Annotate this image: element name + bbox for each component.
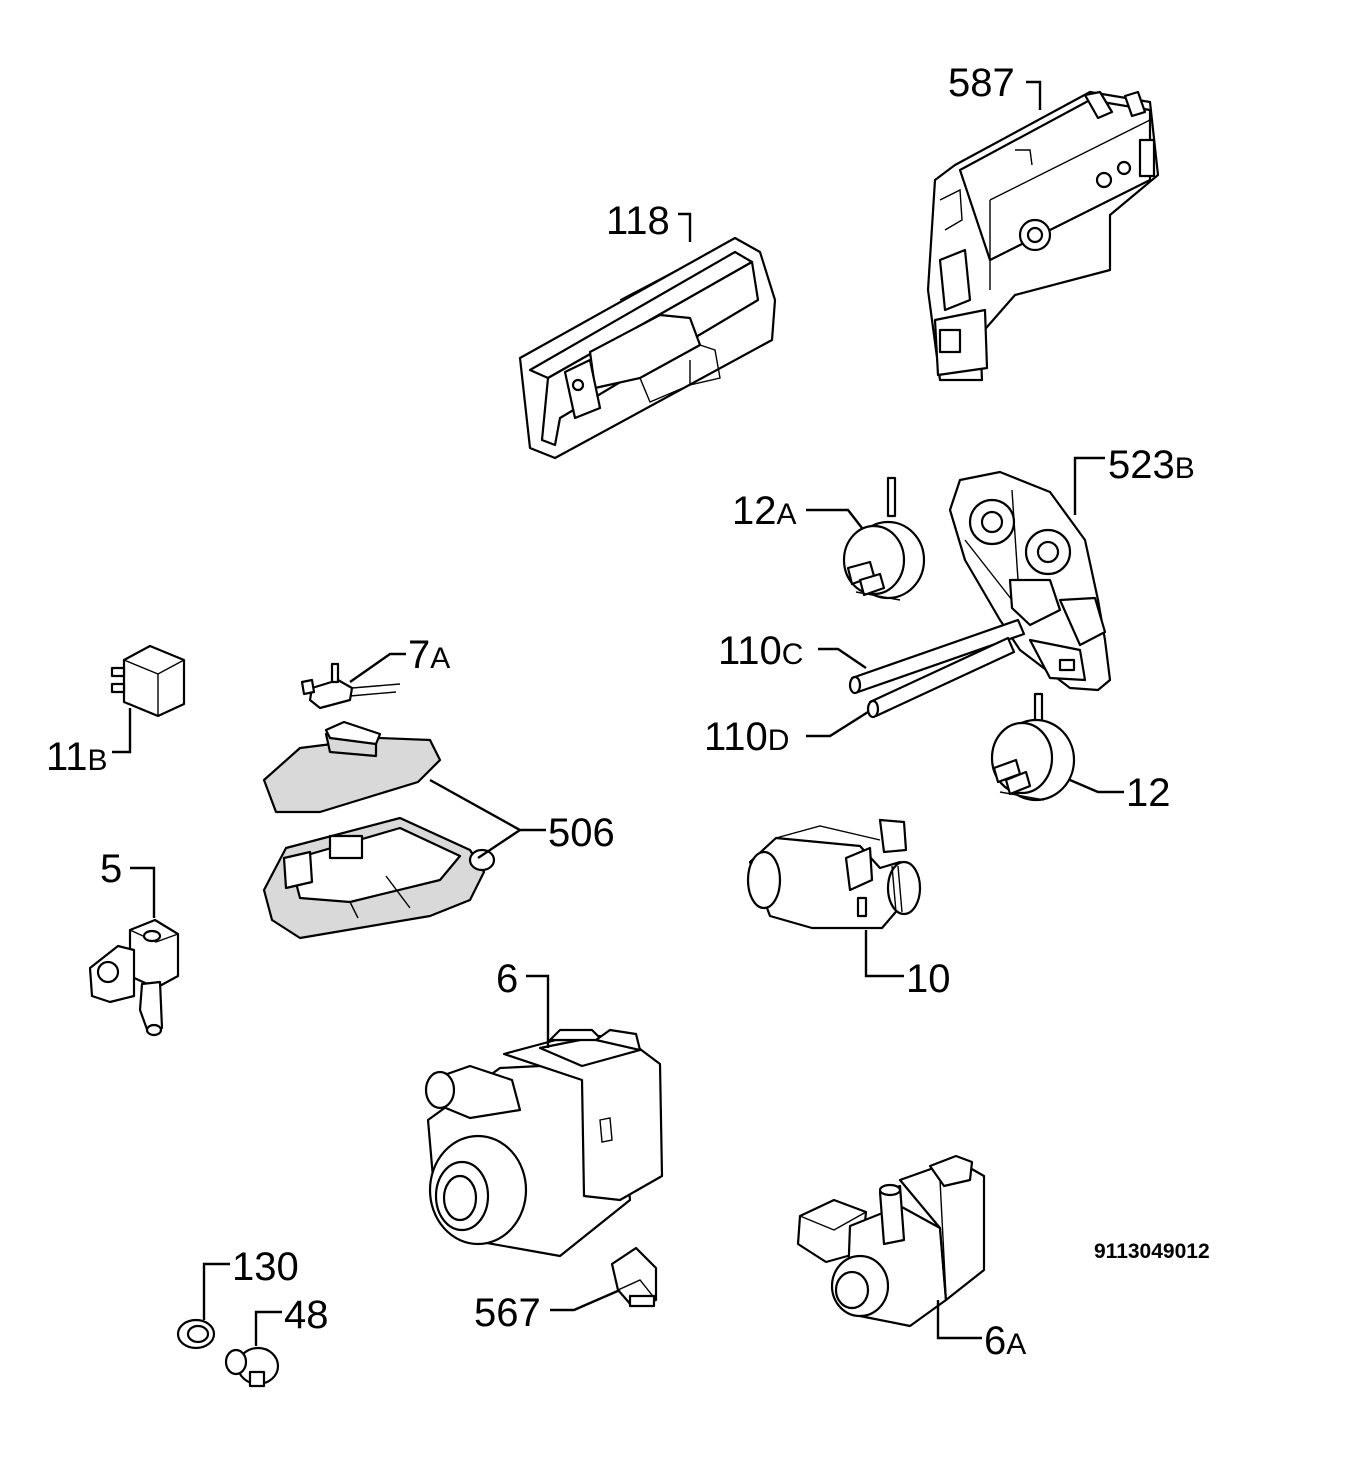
part-110c-hose — [848, 618, 1026, 695]
document-number: 9113049012 — [1094, 1240, 1210, 1263]
label-523b: 523B — [1108, 443, 1195, 487]
label-12: 12 — [1126, 771, 1171, 815]
part-587-control-module — [926, 90, 1160, 382]
leader-12a — [806, 508, 863, 529]
leader-110c — [818, 647, 867, 669]
leader-130 — [202, 1262, 230, 1320]
label-48: 48 — [284, 1293, 329, 1337]
part-10-heater — [746, 818, 922, 930]
label-118: 118 — [606, 199, 670, 243]
part-48-plug — [224, 1346, 280, 1388]
label-567: 567 — [474, 1291, 541, 1335]
leader-6a — [936, 1300, 982, 1340]
label-6: 6 — [496, 957, 518, 1001]
leader-110d — [806, 710, 869, 738]
leader-567 — [550, 1288, 621, 1312]
part-7a-switch — [300, 662, 401, 710]
part-6a-drain-pump — [796, 1154, 986, 1328]
label-6a: 6A — [984, 1319, 1026, 1363]
leader-6 — [526, 974, 550, 1048]
label-130: 130 — [232, 1245, 299, 1289]
leader-11b — [112, 708, 132, 754]
part-567-clip — [610, 1246, 658, 1308]
leader-5 — [130, 866, 156, 918]
label-7a: 7A — [408, 633, 450, 677]
leader-10 — [864, 930, 904, 978]
label-11b: 11B — [46, 735, 108, 779]
label-12a: 12A — [732, 489, 797, 533]
leader-523b — [1073, 456, 1105, 515]
leader-506-b — [477, 829, 521, 859]
part-11b-relay — [110, 644, 186, 718]
label-110d: 110D — [704, 715, 789, 759]
part-12a-pressure-switch — [842, 476, 926, 601]
part-5-inlet-valve — [88, 918, 180, 1037]
label-10: 10 — [906, 957, 951, 1001]
part-506-float-assembly — [262, 720, 496, 940]
part-110d-hose — [866, 636, 1016, 719]
leader-12 — [1069, 778, 1124, 794]
leader-7a — [349, 652, 406, 683]
label-110c: 110C — [718, 629, 803, 673]
leader-48 — [254, 1310, 282, 1346]
part-130-seal-ring — [176, 1318, 216, 1350]
label-5: 5 — [100, 847, 122, 891]
part-12-pressure-switch — [990, 692, 1076, 802]
leader-587 — [1026, 80, 1042, 110]
part-6-circulation-pump — [424, 1028, 664, 1258]
leader-506-a — [429, 778, 546, 832]
leader-118 — [678, 212, 692, 242]
label-587: 587 — [948, 61, 1015, 105]
label-506: 506 — [548, 811, 615, 855]
part-118-dispenser — [518, 236, 777, 460]
